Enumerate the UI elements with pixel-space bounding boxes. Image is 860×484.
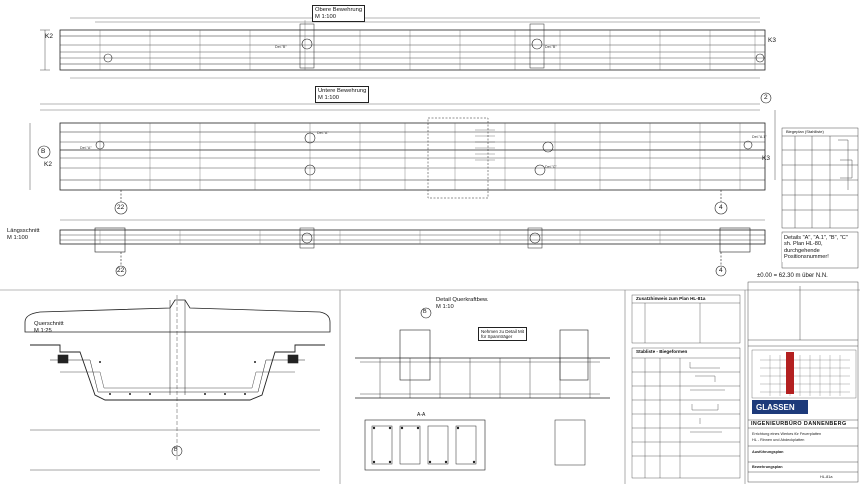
company-logo-text: GLASSEN [756, 403, 795, 412]
steel-list-table [781, 127, 859, 269]
long-axis-4: 4 [719, 267, 723, 274]
detail-tag-b-1: Det."B" [275, 45, 287, 49]
lower-reinforcement-plan [29, 92, 776, 215]
upper-reinforcement-plan [40, 17, 766, 79]
axis-2-marker: 2 [764, 94, 768, 101]
lower-label-right: K3 [762, 155, 770, 162]
project-line-2: HL - Rinnen und Abdeckplatten [752, 438, 805, 442]
elevation-reference: ±0.00 = 62.30 m über N.N. [757, 273, 828, 279]
long-axis-22: 22 [117, 267, 125, 274]
detail-cut-label: A-A [417, 412, 426, 418]
details-note: Details "A", "A.1", "B", "C" sh. Plan HL… [782, 234, 850, 262]
cross-section-axis: B [174, 447, 178, 453]
plan-number: HL-81a [820, 475, 833, 479]
cross-section-drawing [24, 295, 331, 471]
upper-label-left: K2 [45, 33, 53, 40]
supplement-notes-table [631, 294, 741, 344]
detail-section-title: Detail Querkraftbew.M 1:10 [434, 296, 491, 312]
detail-tag-b-2: Det."B" [545, 45, 557, 49]
project-line-1: Errichtung eines Werkes für Feuerplatten [752, 432, 822, 436]
detail-tag-a-1: Det."A" [80, 146, 92, 150]
plan-type: Ausführungsplan [752, 450, 784, 454]
bending-title: Stabliste - Biegeformen [636, 349, 688, 354]
shear-detail-drawing [355, 307, 610, 471]
axis-22-marker: 22 [117, 204, 125, 211]
lower-label-left: K2 [44, 161, 52, 168]
title-block-frame [747, 281, 859, 483]
plan-content: Bewehrungsplan [752, 465, 783, 469]
bending-shapes-table [631, 347, 741, 479]
axis-4-marker: 4 [719, 204, 723, 211]
supplement-title: Zusatzhinweis zum Plan HL-81a [636, 296, 706, 301]
detail-tag-c: Det."C" [545, 165, 557, 169]
axis-b-marker: B [41, 148, 46, 155]
highlighted-zone-marker [786, 352, 794, 394]
detail-section-axis: B [423, 309, 427, 315]
company-logo-box [752, 400, 808, 414]
upper-label-right: K3 [768, 37, 776, 44]
firm-name: INGENIEURBÜRO DANNENBERG [751, 421, 847, 427]
detail-tag-a-2: Det."A" [317, 131, 329, 135]
longitudinal-section [59, 219, 766, 277]
steel-list-title: Biegeplan (Stahlliste) [786, 129, 824, 134]
key-plan [760, 355, 850, 396]
detail-tag-a1: Det."A.1" [752, 135, 767, 139]
